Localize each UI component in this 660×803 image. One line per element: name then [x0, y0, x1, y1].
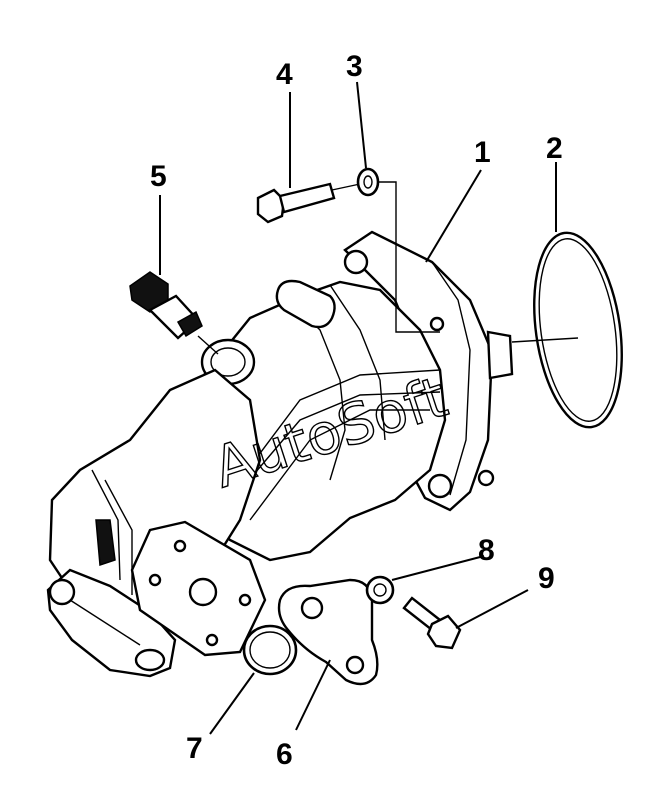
callout-8: 8 — [478, 534, 495, 567]
motor-housing — [46, 230, 579, 678]
part-3-washer — [356, 167, 440, 333]
callout-9: 9 — [538, 562, 555, 595]
part-5-fitting — [129, 271, 219, 355]
part-6-gasket — [277, 578, 379, 686]
leader-lines — [159, 81, 557, 735]
part-9-screw — [402, 596, 462, 650]
part-7-o-ring — [242, 624, 298, 676]
callout-5: 5 — [150, 160, 167, 193]
callout-4: 4 — [276, 58, 293, 91]
callout-2: 2 — [546, 132, 563, 165]
callout-3: 3 — [346, 50, 363, 83]
callout-1: 1 — [474, 136, 491, 169]
callout-numbers: 1 2 3 4 5 6 7 8 9 — [150, 50, 563, 771]
callout-6: 6 — [276, 738, 293, 771]
callout-7: 7 — [186, 732, 203, 765]
part-4-bolt — [256, 182, 361, 224]
part-8-washer — [365, 575, 395, 605]
part-2-o-ring — [533, 231, 623, 429]
